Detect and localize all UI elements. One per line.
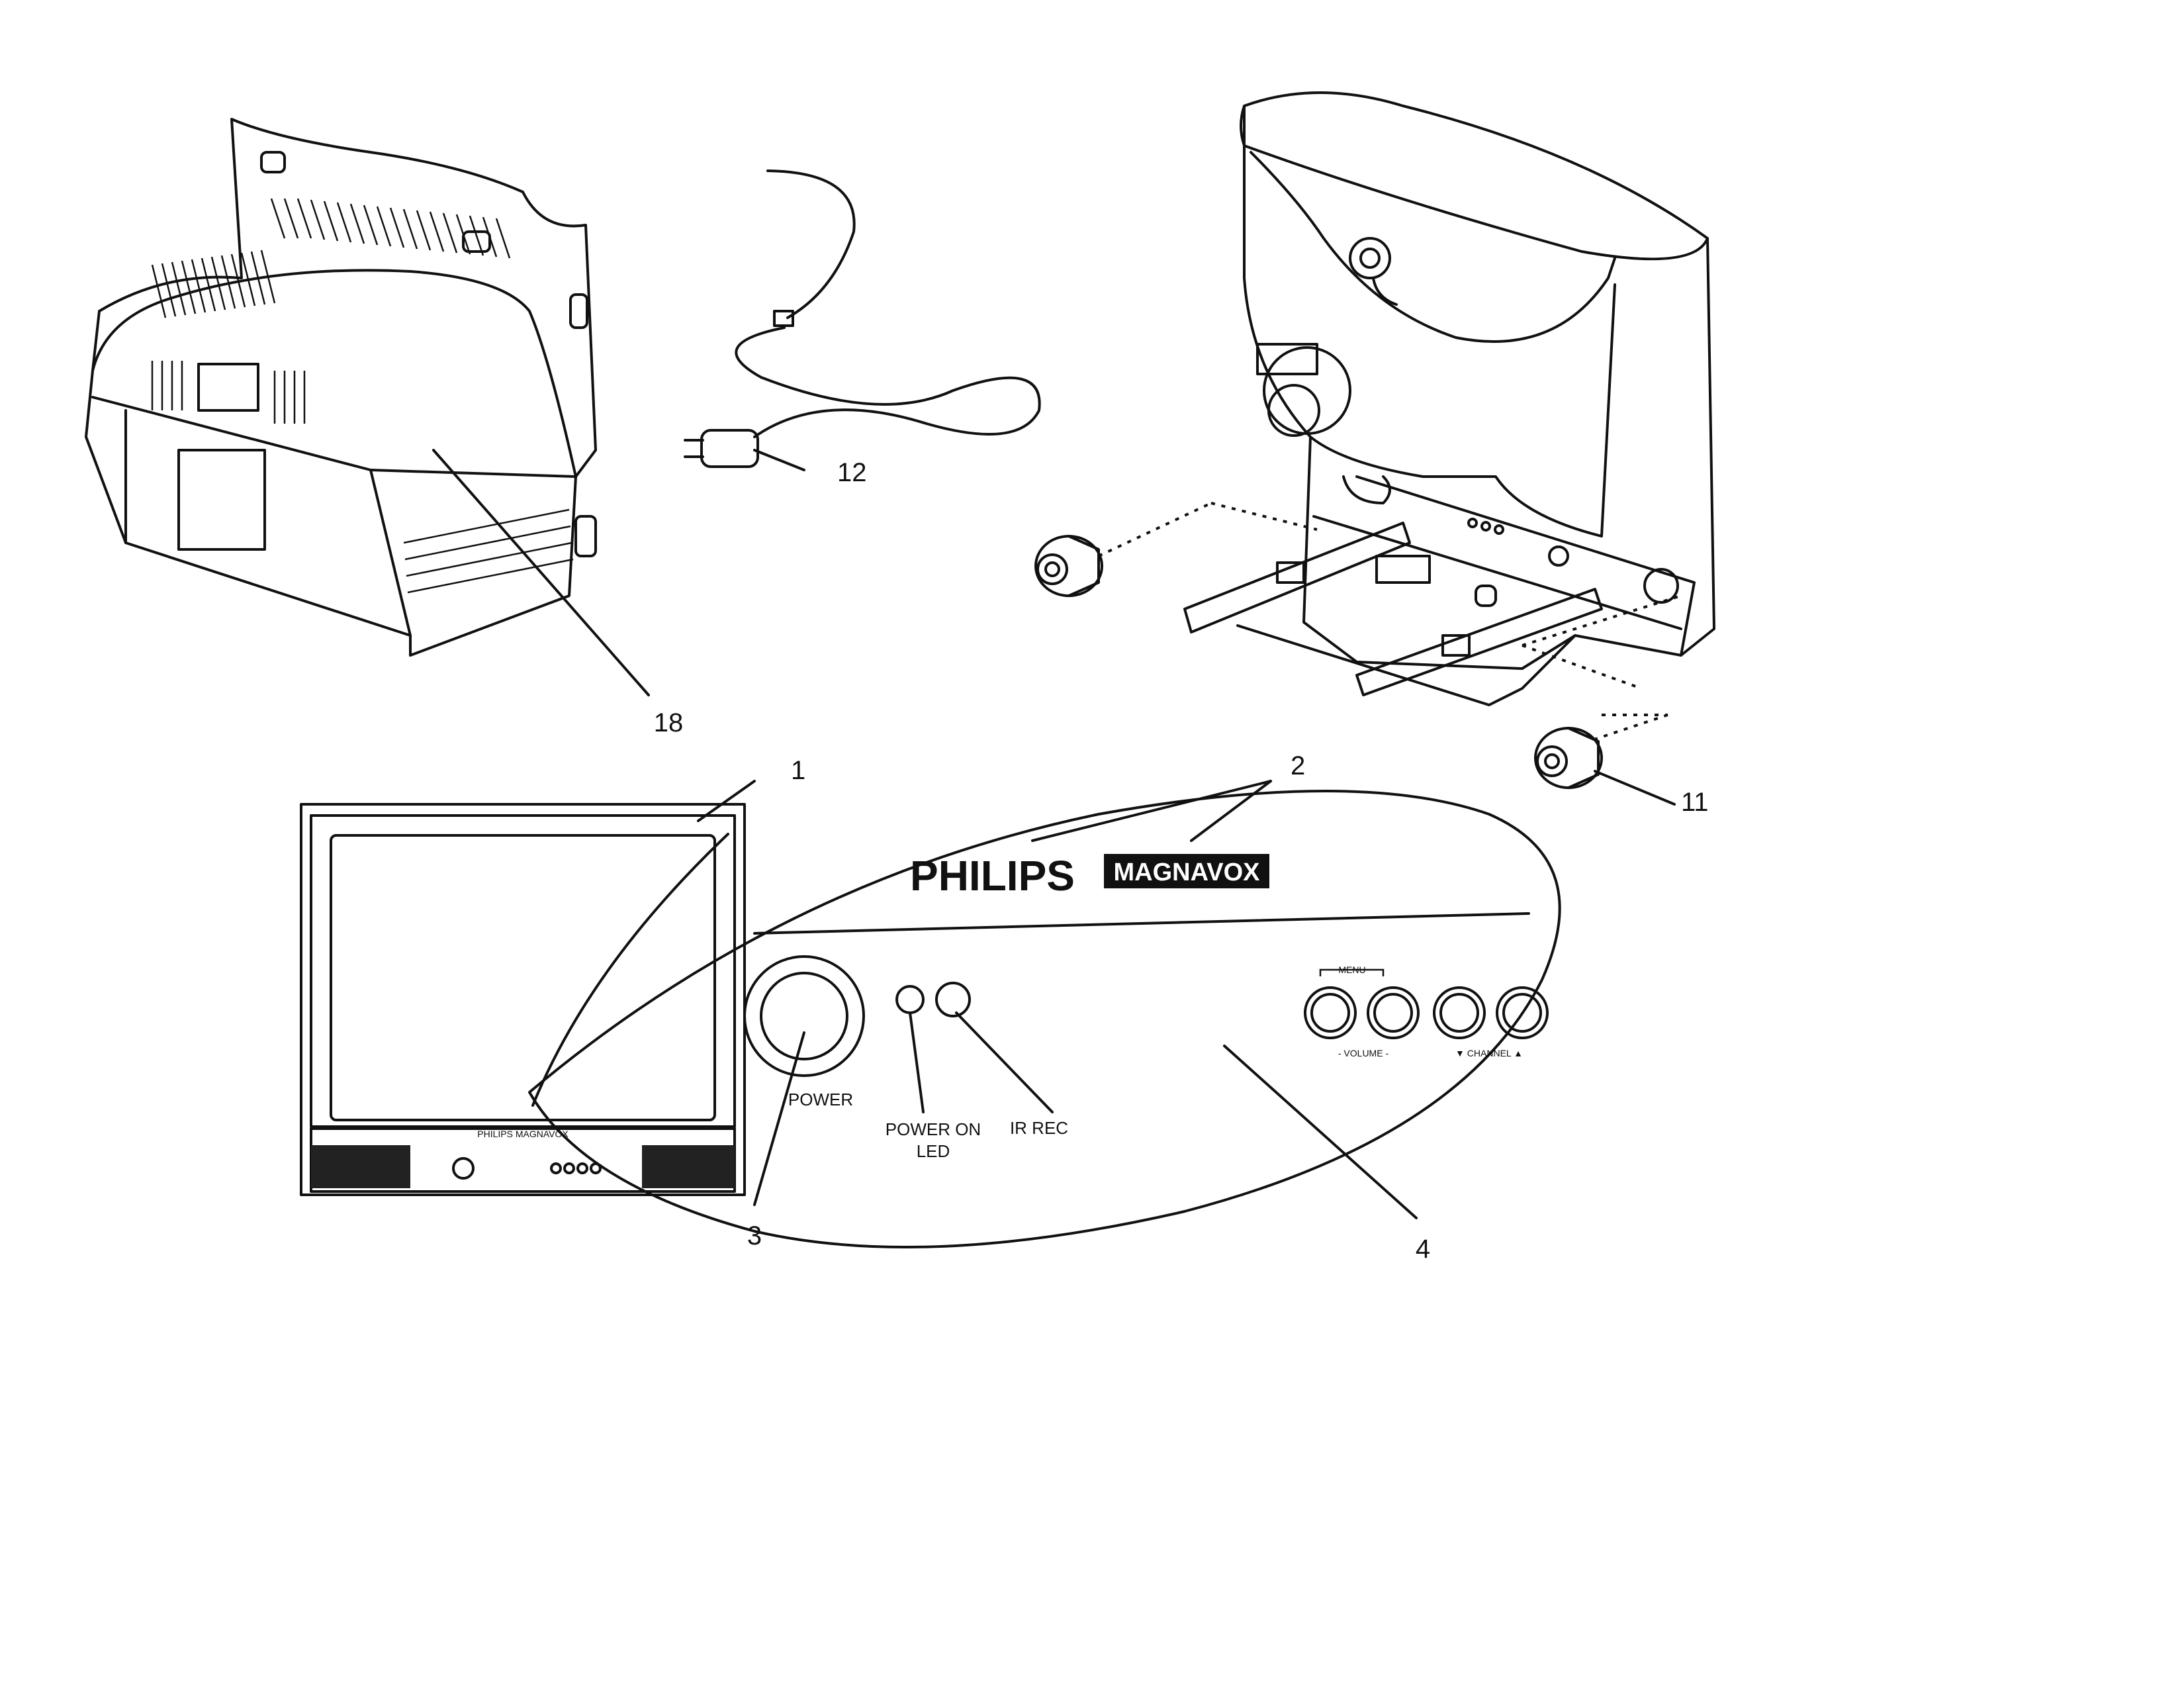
power-on-led-label-line1: POWER ON: [886, 1119, 981, 1139]
speaker-left-icon: [1034, 535, 1103, 597]
ir-receiver-icon: [935, 982, 971, 1017]
volume-label: - VOLUME -: [1338, 1048, 1389, 1058]
callout-11: 11: [1681, 788, 1709, 817]
power-button[interactable]: [743, 955, 865, 1077]
power-label: POWER: [788, 1090, 853, 1109]
power-on-led-label-line2: LED: [917, 1141, 950, 1161]
leader-lines: [432, 449, 1676, 1219]
crt-chassis-drawing: [1034, 91, 1715, 789]
callout-2: 2: [1291, 751, 1305, 780]
control-panel-closeup: PHILIPS MAGNAVOX POWER POWER ON LED IR R…: [528, 790, 1561, 1248]
brand-philips: PHILIPS: [910, 852, 1075, 900]
power-on-led-icon: [895, 985, 925, 1014]
speaker-right-icon: [1534, 727, 1603, 789]
callout-4: 4: [1416, 1235, 1430, 1264]
callout-1: 1: [791, 756, 805, 785]
brand-magnavox: MAGNAVOX: [1114, 859, 1261, 886]
callout-3: 3: [747, 1221, 762, 1250]
channel-up-button[interactable]: [1496, 986, 1549, 1039]
channel-down-button[interactable]: [1433, 986, 1486, 1039]
tv-front-logo: PHILIPS MAGNAVOX: [477, 1129, 569, 1139]
callout-18: 18: [654, 708, 684, 737]
callout-12: 12: [837, 458, 867, 487]
ir-rec-label: IR REC: [1010, 1118, 1068, 1138]
tv-front-drawing: PHILIPS MAGNAVOX: [300, 803, 746, 1196]
power-cord-drawing: [684, 169, 1041, 471]
volume-up-button[interactable]: [1367, 986, 1420, 1039]
menu-label: MENU: [1338, 964, 1365, 975]
volume-down-button[interactable]: [1304, 986, 1357, 1039]
channel-label: ▼ CHANNEL ▲: [1455, 1048, 1523, 1058]
rear-cabinet-drawing: [85, 118, 597, 657]
